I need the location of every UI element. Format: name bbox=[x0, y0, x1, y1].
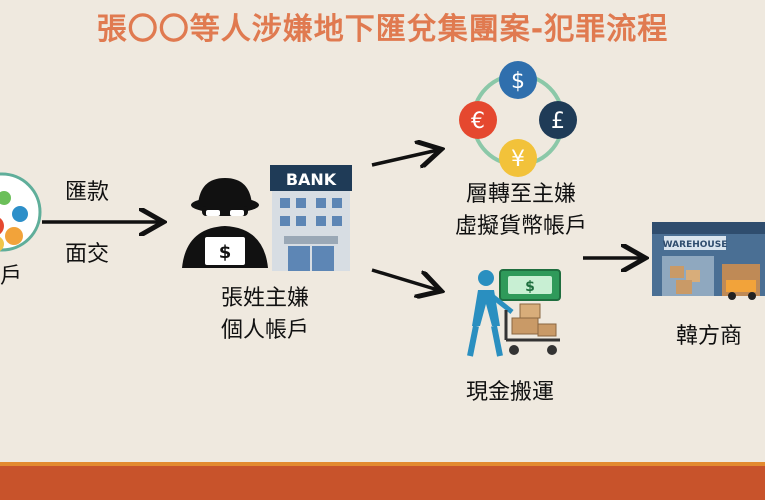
bank-icon: BANK bbox=[270, 165, 352, 271]
hacker-icon: $ bbox=[182, 178, 268, 268]
page-title: 張〇〇等人涉嫌地下匯兌集團案-犯罪流程 bbox=[96, 12, 669, 47]
yen-coin-text: ¥ bbox=[511, 147, 525, 172]
edge-label-face: 面交 bbox=[65, 242, 110, 267]
crypto-account-label-line2: 虛擬貨幣帳戶 bbox=[454, 214, 587, 239]
korean-vendor-label: 韓方商 bbox=[676, 324, 743, 349]
arrow-to-crypto bbox=[371, 150, 438, 165]
left-node-label: 戶 bbox=[0, 264, 23, 289]
pound-coin-text: £ bbox=[551, 109, 565, 134]
crypto-account-label-line1: 層轉至主嫌 bbox=[465, 182, 576, 207]
edge-label-remit: 匯款 bbox=[65, 180, 110, 205]
cash-transport-label: 現金搬運 bbox=[465, 380, 554, 405]
laptop-dollar-text: $ bbox=[219, 242, 232, 263]
dollar-coin-text: $ bbox=[511, 69, 525, 94]
bottom-bar bbox=[0, 462, 765, 500]
warehouse-icon: WAREHOUSE bbox=[652, 222, 765, 300]
currency-exchange-icon: $ € £ ¥ bbox=[459, 61, 577, 177]
people-group-icon bbox=[0, 172, 42, 252]
suspect-account-label-line1: 張姓主嫌 bbox=[220, 286, 309, 311]
arrow-to-cash bbox=[371, 268, 438, 290]
cash-worker-icon: $ bbox=[467, 269, 561, 357]
bank-sign-text: BANK bbox=[286, 170, 337, 189]
warehouse-sign-text: WAREHOUSE bbox=[663, 240, 728, 250]
euro-coin-text: € bbox=[471, 109, 485, 134]
suspect-account-label-line2: 個人帳戶 bbox=[220, 318, 309, 343]
banknote-text: $ bbox=[525, 279, 535, 295]
